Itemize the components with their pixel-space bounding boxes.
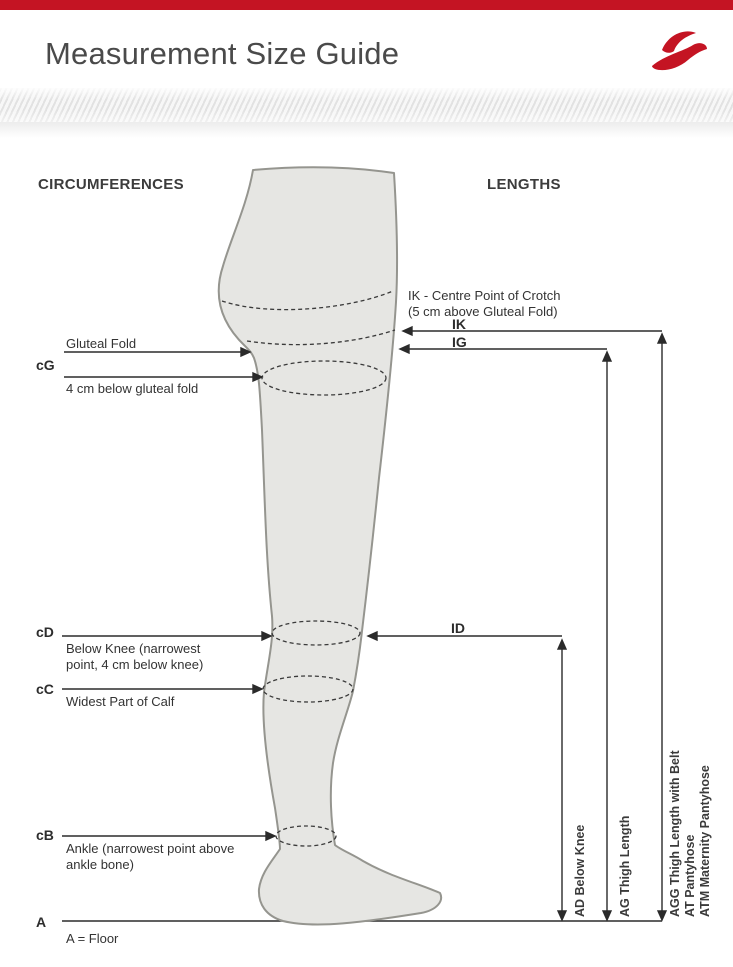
thigh-circumference-ellipse: [261, 360, 387, 396]
ag-down-arrowhead: [601, 910, 613, 922]
decorative-hatch-band: [0, 88, 733, 122]
cc-label: Widest Part of Calf: [66, 694, 175, 709]
ad-up-arrowhead: [556, 638, 568, 650]
gluteal-fold-dashed-curve: [246, 329, 396, 346]
bird-icon: [652, 31, 707, 71]
ig-arrowhead: [398, 343, 410, 355]
leg-illustration: [217, 166, 442, 926]
ad-down-arrowhead: [556, 910, 568, 922]
gluteal-fold-arrowhead: [240, 346, 252, 358]
cb-label: Ankle (narrowest point above ankle bone): [66, 841, 235, 872]
cb-arrowhead: [265, 830, 277, 842]
cg-arrowhead: [252, 371, 264, 383]
calf-circumference-ellipse: [262, 675, 354, 703]
atm-maternity-pantyhose-label: ATM Maternity Pantyhose: [698, 765, 712, 917]
at-pantyhose-label: AT Pantyhose: [683, 834, 697, 917]
id-arrowhead: [366, 630, 378, 642]
cc-code: cC: [36, 681, 54, 697]
ig-code: IG: [452, 334, 467, 350]
length-arrows: [366, 325, 668, 922]
top-red-bar: [0, 0, 733, 10]
cd-code: cD: [36, 624, 54, 640]
cc-arrowhead: [252, 683, 264, 695]
brand-bird-logo: [648, 26, 710, 78]
below-knee-circumference-ellipse: [271, 620, 361, 646]
cd-arrowhead: [261, 630, 273, 642]
ik-code: IK: [452, 316, 466, 332]
measurement-dashed-marks: [221, 290, 396, 847]
cg-sublabel: 4 cm below gluteal fold: [66, 381, 199, 396]
circumference-arrows: [62, 346, 277, 842]
ag-up-arrowhead: [601, 350, 613, 362]
page-title: Measurement Size Guide: [45, 36, 400, 71]
cd-label: Below Knee (narrowest point, 4 cm below …: [66, 641, 204, 672]
ik-arrowhead: [401, 325, 413, 337]
cg-code: cG: [36, 357, 55, 373]
cb-code: cB: [36, 827, 54, 843]
hip-dashed-curve: [221, 290, 394, 311]
ad-below-knee-label: AD Below Knee: [573, 824, 587, 917]
circumferences-heading: CIRCUMFERENCES: [38, 176, 184, 193]
agg-thigh-length-with-belt-label: AGG Thigh Length with Belt: [668, 750, 682, 917]
agg-up-arrowhead: [656, 332, 668, 344]
a-floor-label: A = Floor: [66, 931, 119, 946]
ik-note: IK - Centre Point of Crotch (5 cm above …: [408, 288, 561, 319]
a-code: A: [36, 914, 47, 930]
agg-down-arrowhead: [656, 910, 668, 922]
gluteal-fold-label: Gluteal Fold: [66, 336, 137, 351]
id-code: ID: [451, 620, 465, 636]
ag-thigh-length-label: AG Thigh Length: [618, 815, 632, 917]
band-fade: [0, 122, 733, 138]
lengths-heading: LENGTHS: [487, 176, 561, 193]
